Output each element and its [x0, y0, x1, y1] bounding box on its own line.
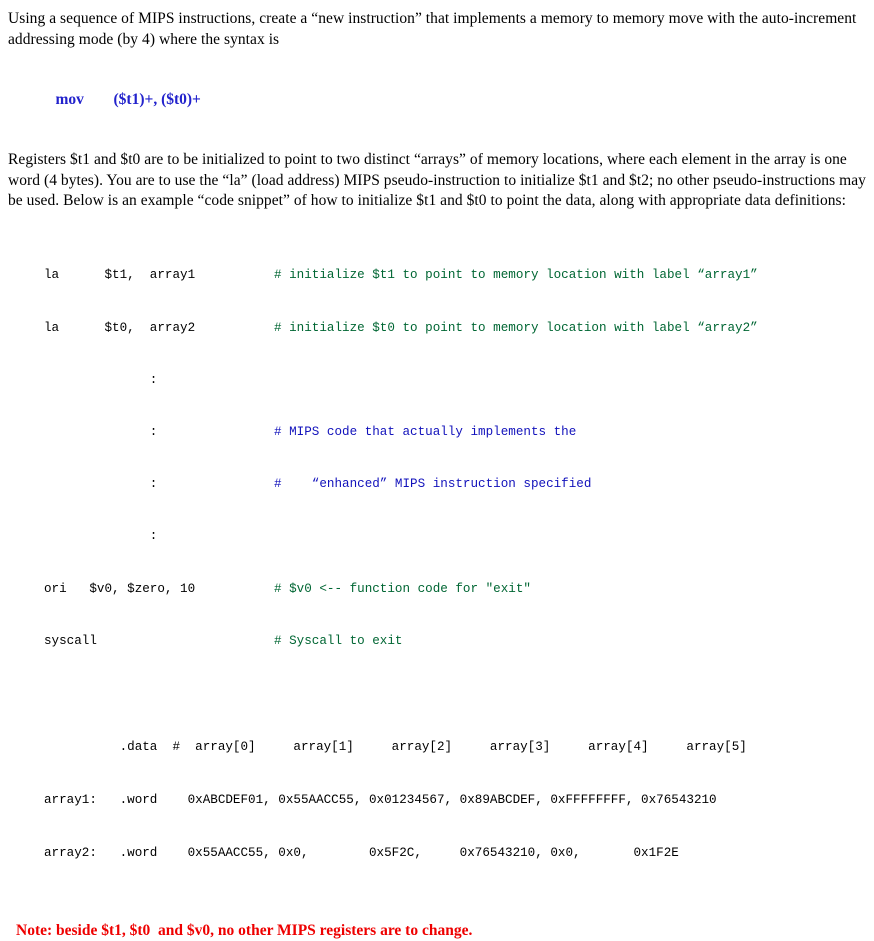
data-header-row: .data # array[0] array[1] array[2] array…	[44, 740, 747, 755]
code-line: :	[44, 372, 864, 389]
data-row-array2: array2: .word 0x55AACC55, 0x0, 0x5F2C, 0…	[44, 845, 679, 860]
code-text: :	[44, 477, 158, 492]
code-comment: # $v0 <-- function code for "exit"	[274, 581, 531, 596]
document-page: Using a sequence of MIPS instructions, c…	[8, 10, 866, 939]
code-line: la $t1, array1 # initialize $t1 to point …	[44, 267, 864, 284]
code-text: la $t0, array2	[44, 320, 196, 335]
code-comment: # “enhanced” MIPS instruction specified	[274, 477, 592, 492]
code-line: : # “enhanced” MIPS instruction specified	[44, 476, 864, 493]
code-text: :	[44, 424, 158, 439]
code-comment: # initialize $t0 to point to memory loca…	[274, 320, 758, 335]
code-line: la $t0, array2 # initialize $t0 to point …	[44, 320, 864, 337]
description-paragraph: Registers $t1 and $t0 are to be initiali…	[8, 151, 866, 209]
note-text: Note: beside $t1, $t0 and $v0, no other …	[16, 922, 473, 940]
code-text: syscall	[44, 633, 97, 648]
code-comment: # initialize $t1 to point to memory loca…	[274, 268, 758, 283]
code-text: ori $v0, $zero, 10	[44, 581, 196, 596]
mov-mnemonic: mov	[55, 91, 84, 108]
mov-operands: ($t1)+, ($t0)+	[113, 91, 201, 108]
code-text: la $t1, array1	[44, 268, 196, 283]
code-comment: # Syscall to exit	[274, 633, 403, 648]
code-text: :	[44, 372, 158, 387]
code-line: : # MIPS code that actually implements th…	[44, 424, 864, 441]
syntax-example-line: mov ($t1)+, ($t0)+	[8, 70, 864, 130]
code-line: syscall # Syscall to exit	[44, 633, 864, 650]
code-comment: # MIPS code that actually implements the	[274, 424, 577, 439]
intro-paragraph: Using a sequence of MIPS instructions, c…	[8, 10, 857, 48]
code-snippet: la $t1, array1 # initialize $t1 to point …	[8, 233, 864, 685]
code-line: :	[44, 528, 864, 545]
code-text: :	[44, 529, 158, 544]
data-definitions-table: .data # array[0] array[1] array[2] array…	[8, 704, 864, 898]
code-line: ori $v0, $zero, 10 # $v0 <-- function cod…	[44, 581, 864, 598]
data-row-array1: array1: .word 0xABCDEF01, 0x55AACC55, 0x…	[44, 792, 717, 807]
